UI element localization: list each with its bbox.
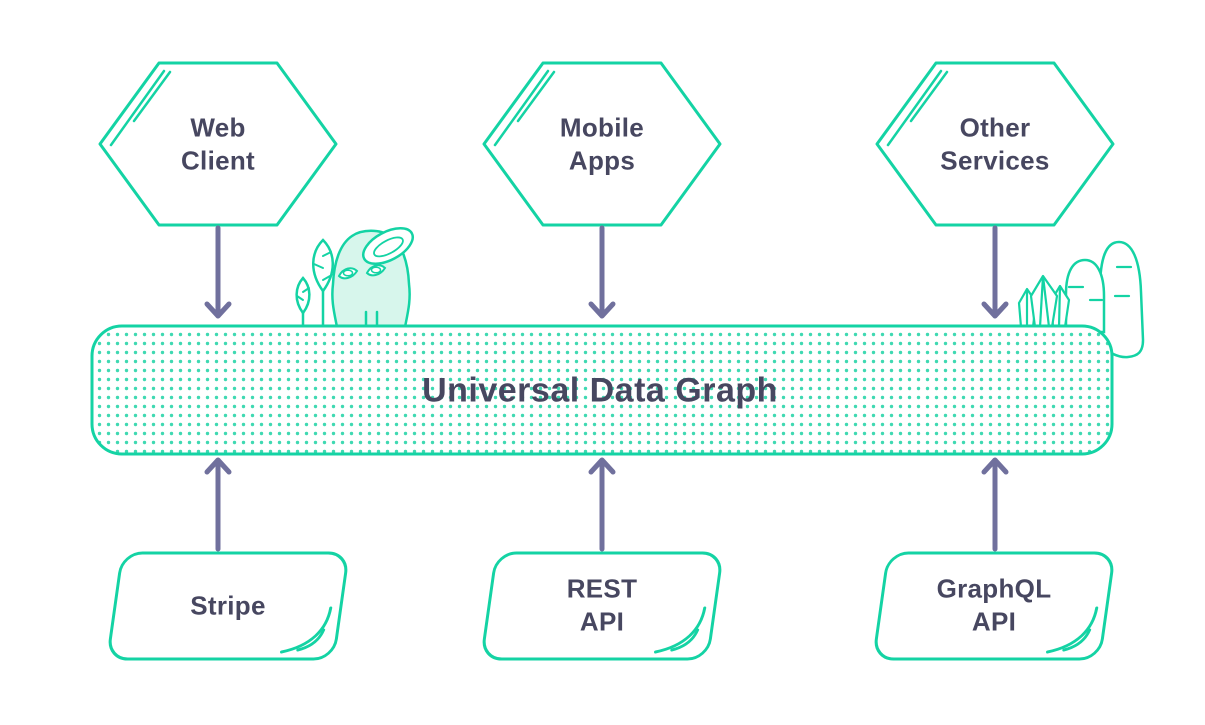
rock-cacti-illustration	[1064, 240, 1145, 359]
mascot-halo-hat	[362, 227, 414, 265]
node-rest-api-shape	[482, 551, 722, 661]
mascot-left-eye	[337, 267, 359, 280]
arrow-rest-api-to-graph	[588, 457, 616, 552]
node-universal-data-graph	[90, 324, 1114, 456]
mascot-right-eye	[365, 264, 387, 277]
node-mobile-apps-shape	[482, 61, 722, 227]
node-graphql-api-shape	[874, 551, 1114, 661]
arrows-top-down	[204, 225, 1009, 319]
node-web-client-shape	[98, 61, 338, 227]
node-other-services-shape	[875, 61, 1115, 227]
arrows-bottom-up	[204, 457, 1009, 552]
arrow-stripe-to-graph	[204, 457, 232, 552]
arrow-web-client-to-graph	[204, 225, 232, 319]
arrow-graphql-api-to-graph	[981, 457, 1009, 552]
arrow-other-services-to-graph	[981, 225, 1009, 319]
leaf-plants-illustration	[295, 238, 334, 329]
node-stripe-shape	[108, 551, 348, 661]
arrow-mobile-apps-to-graph	[588, 225, 616, 319]
crystal-cluster-illustration	[1017, 274, 1071, 329]
mascot-sprout-character-illustration	[331, 227, 414, 329]
